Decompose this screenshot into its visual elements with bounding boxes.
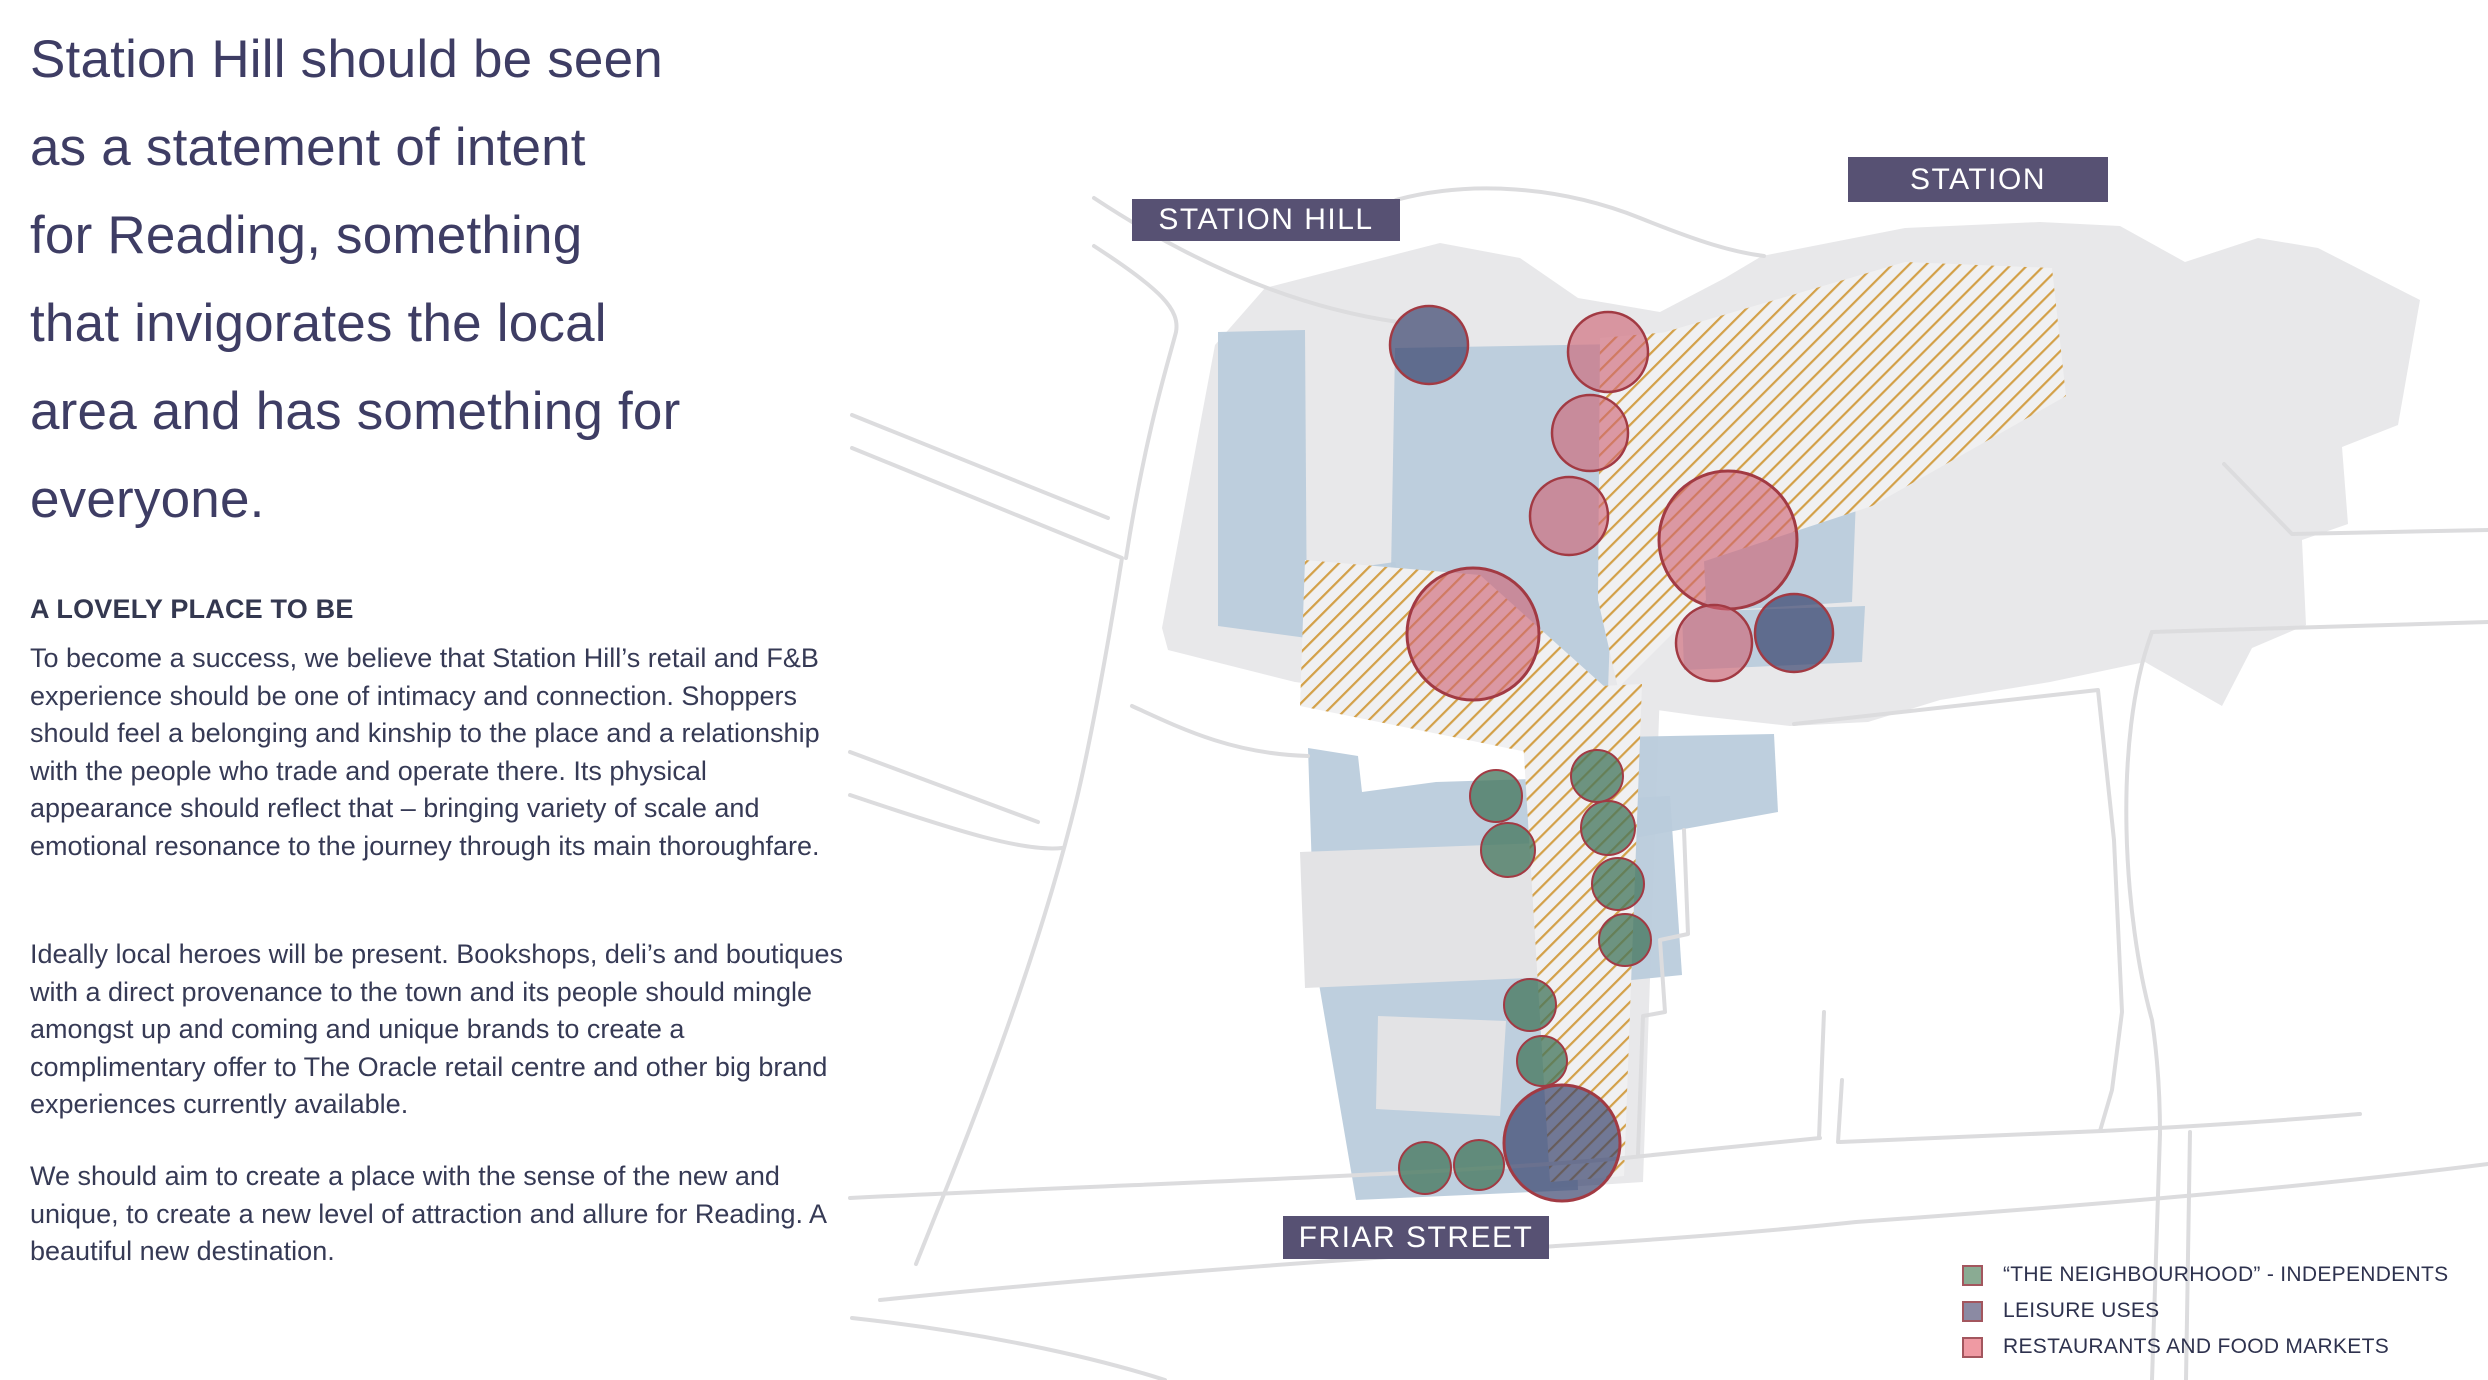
map-road — [2150, 1132, 2162, 1380]
map-circle-leisure — [1502, 1083, 1622, 1203]
map-circle-leisure — [1753, 592, 1835, 674]
leisure-swatch-icon — [1962, 1300, 1983, 1322]
legend-label: LEISURE USES — [2003, 1299, 2160, 1322]
map-road — [1792, 688, 2124, 1133]
map-road — [850, 413, 1110, 520]
body-paragraph: We should aim to create a place with the… — [30, 1161, 826, 1267]
body-paragraph: Ideally local heroes will be present. Bo… — [30, 939, 844, 1120]
map-circle-restaurants — [1550, 393, 1630, 473]
legend-item-restaurants: RESTAURANTS AND FOOD MARKETS — [1962, 1335, 2482, 1358]
map-circle-independents — [1398, 1141, 1452, 1195]
legend-item-leisure: LEISURE USES — [1962, 1299, 2482, 1322]
map-road — [1092, 244, 1179, 560]
page-title-line: area and has something for — [30, 382, 681, 441]
map-circle-independents — [1480, 822, 1536, 878]
legend-label: “THE NEIGHBOURHOOD” - INDEPENDENTS — [2003, 1263, 2449, 1286]
page-title-line: Station Hill should be seen — [30, 30, 663, 89]
map-road — [848, 1136, 1822, 1200]
map-road — [2222, 462, 2488, 536]
independents-swatch-icon — [1962, 1264, 1983, 1286]
map-road — [2124, 630, 2162, 1136]
map-road — [1838, 1112, 2362, 1144]
map-circle-restaurants — [1405, 566, 1541, 702]
map-road — [1817, 1010, 1826, 1140]
page-title: Station Hill should be seen as a stateme… — [30, 16, 870, 544]
map-circle-independents — [1503, 978, 1557, 1032]
map-circle-independents — [1516, 1035, 1568, 1087]
street-label-friar-street: FRIAR STREET — [1283, 1216, 1549, 1259]
map-road — [848, 793, 1064, 851]
map-circle-independents — [1591, 857, 1645, 911]
restaurants-swatch-icon — [1962, 1336, 1983, 1358]
map-circle-independents — [1580, 800, 1636, 856]
section-heading: A LOVELY PLACE TO BE — [30, 594, 354, 624]
map-road — [1836, 1078, 1844, 1144]
map-road — [1130, 704, 1310, 758]
map-road — [878, 1162, 2488, 1302]
map-building — [1218, 330, 1307, 638]
map-circle-restaurants — [1566, 310, 1650, 394]
map-road — [2184, 1130, 2192, 1380]
map-circle-leisure — [1388, 304, 1470, 386]
map-road — [1636, 828, 1690, 1156]
street-label-station: STATION — [1848, 157, 2108, 202]
map-legend: “THE NEIGHBOURHOOD” - INDEPENDENTS LEISU… — [1962, 1263, 2482, 1372]
map-circle-independents — [1598, 913, 1652, 967]
map-building-inset — [1376, 1016, 1506, 1116]
map-circle-restaurants — [1674, 603, 1754, 683]
map-circle-independents — [1453, 1139, 1505, 1191]
page-title-line: for Reading, something — [30, 206, 583, 265]
map-road — [2150, 620, 2488, 634]
legend-label: RESTAURANTS AND FOOD MARKETS — [2003, 1335, 2390, 1358]
legend-item-independents: “THE NEIGHBOURHOOD” - INDEPENDENTS — [1962, 1263, 2482, 1286]
map-circle-restaurants — [1657, 469, 1799, 611]
map-road — [850, 446, 1124, 1266]
map-road — [850, 1316, 1167, 1380]
map-circle-restaurants — [1528, 475, 1610, 557]
map-road — [848, 750, 1040, 824]
street-label-station-hill: STATION HILL — [1132, 199, 1400, 241]
map-building-inset — [1300, 842, 1572, 988]
page-title-line: that invigorates the local — [30, 294, 607, 353]
map-circle-independents — [1469, 769, 1523, 823]
page-title-line: as a statement of intent — [30, 118, 586, 177]
body-paragraph: To become a success, we believe that Sta… — [30, 643, 820, 861]
map-road — [1394, 186, 1766, 258]
map-circle-independents — [1570, 749, 1624, 803]
page-title-line: everyone. — [30, 470, 265, 529]
